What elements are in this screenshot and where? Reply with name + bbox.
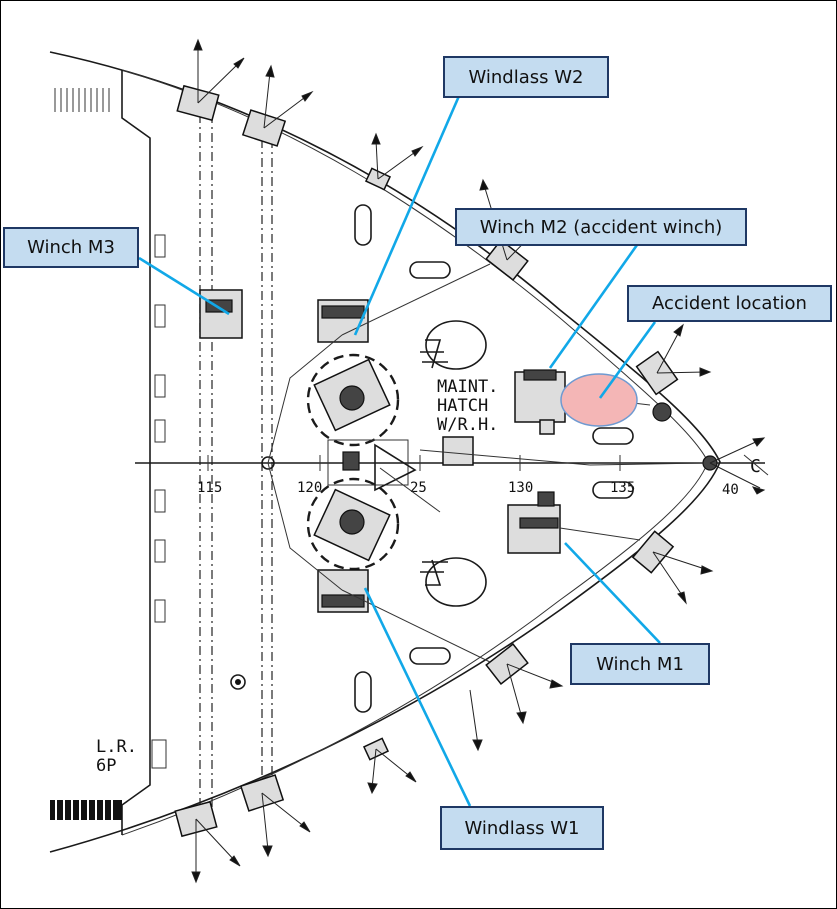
label-windlass-w1: Windlass W1: [440, 806, 604, 850]
wall-fittings: [151, 234, 167, 769]
text-lr: L.R.: [96, 737, 137, 757]
frame-label-120: 120: [297, 480, 322, 496]
rope-leads: [267, 263, 705, 663]
text-maint: MAINT.: [437, 377, 498, 397]
text-6p: 6P: [96, 756, 116, 776]
frame-label-135: 135: [610, 480, 635, 496]
winch-m2-body: [514, 369, 651, 435]
deckhouse-hatching-bottom: [50, 800, 122, 820]
winch-m1-body: [507, 491, 641, 554]
winch-m3-body: [199, 289, 243, 339]
callout-line-winch-m2: [548, 244, 639, 369]
frame-label-130: 130: [508, 480, 533, 496]
mooring-arrows: [191, 38, 766, 884]
callout-line-accident: [598, 321, 657, 399]
frame-label-140: 40: [722, 482, 739, 498]
hull-outline-inner: [121, 69, 709, 836]
windlass-w1-swing-circle: [306, 477, 400, 571]
windlass-w1-body: [313, 488, 391, 613]
frame-label-115: 115: [197, 480, 222, 496]
callout-line-winch-m1: [564, 542, 661, 644]
accident-location-marker: [560, 373, 638, 427]
callout-line-windlass-w2: [353, 95, 461, 336]
label-windlass-w2: Windlass W2: [443, 56, 609, 98]
bollards: [354, 204, 634, 713]
central-structure: [327, 436, 591, 513]
label-winch-m3: Winch M3: [3, 227, 139, 268]
brake-stands: [420, 339, 448, 586]
callout-line-windlass-w1: [363, 587, 472, 807]
deckhouse-outline: [121, 70, 151, 835]
deckhouse-hatching-top: [54, 88, 110, 112]
label-accident-location: Accident location: [627, 285, 832, 322]
hull-outline-outer: [49, 51, 721, 853]
frame-ticks: [207, 455, 621, 471]
windlass-w2-swing-circle: [306, 353, 400, 447]
chain-pipes: [230, 320, 672, 690]
text-hatch: HATCH: [437, 396, 488, 416]
centerline-symbol-slash: [743, 454, 769, 476]
callout-line-winch-m3: [138, 256, 230, 316]
centerline-marker: [261, 456, 275, 470]
fairleads: [174, 84, 679, 838]
label-winch-m1: Winch M1: [570, 643, 710, 685]
frame-label-125: 25: [410, 480, 427, 496]
label-winch-m2: Winch M2 (accident winch): [455, 208, 747, 246]
text-wrh: W/R.H.: [437, 415, 498, 435]
centerline-symbol: C: [750, 456, 761, 477]
